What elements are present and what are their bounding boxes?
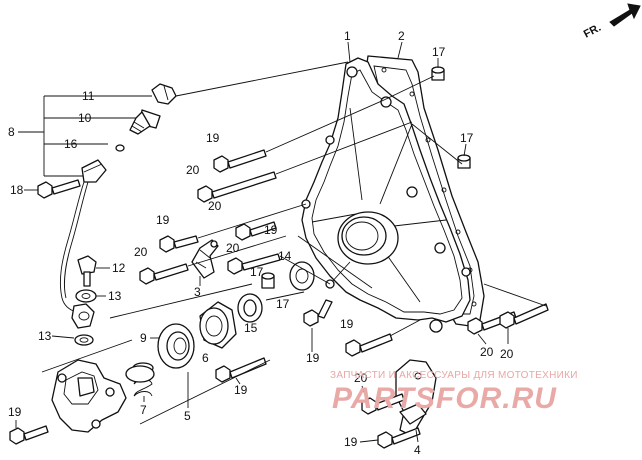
sensor-connector (81, 159, 107, 183)
seal-15 (237, 293, 263, 323)
wire-terminal (71, 303, 95, 329)
callout: 1 (344, 29, 351, 43)
callout: 17 (432, 45, 446, 59)
clip-3 (191, 239, 219, 279)
callout: 18 (10, 183, 24, 197)
callout: 20 (134, 245, 148, 259)
bolt-19-center (235, 221, 277, 241)
bolt-19-cover-lower (303, 299, 333, 327)
bolts (9, 149, 549, 449)
watermark-site: PARTSFOR.RU (332, 382, 557, 415)
fr-label: FR. (582, 22, 603, 41)
cover-hub (337, 211, 399, 265)
callout: 17 (460, 131, 474, 145)
bolt-19-left-bottom (9, 425, 49, 445)
callout: 16 (64, 137, 78, 151)
cover-rim (311, 69, 463, 315)
callout: 2 (398, 29, 405, 43)
sensor-cap-11 (151, 83, 177, 105)
callout: 7 (140, 403, 147, 417)
callout: 19 (306, 351, 320, 365)
callout: 17 (276, 297, 290, 311)
cap-14 (289, 261, 315, 291)
bolt-18 (37, 179, 81, 199)
sensor-10 (129, 109, 161, 135)
callout: 11 (82, 89, 95, 103)
assembly-lines (41, 61, 547, 425)
washer-13-lower (74, 334, 94, 346)
bolt-20-mid (139, 263, 189, 285)
callout: 8 (8, 125, 15, 139)
bolt-20-top (197, 171, 277, 203)
bolt-19-lower-mid (215, 357, 267, 383)
callout: 19 (234, 383, 248, 397)
dowel-pin-mid (261, 272, 275, 289)
callout: 15 (244, 321, 258, 335)
callout: 20 (500, 347, 514, 361)
callout: 12 (112, 261, 126, 275)
callout: 3 (194, 285, 201, 299)
gasket-ring-5 (125, 365, 155, 383)
callout: 20 (354, 371, 368, 385)
callout: 9 (140, 331, 147, 345)
bolt-20-center (227, 253, 281, 275)
callout: 20 (226, 241, 240, 255)
callouts: 1 2 17 17 11 10 8 16 18 19 20 20 19 19 2… (8, 29, 514, 457)
bolt-12 (77, 255, 97, 287)
bolt-20-right-b (499, 303, 549, 329)
callout: 20 (186, 163, 200, 177)
bracket-8 (43, 95, 152, 177)
callout: 10 (78, 111, 92, 125)
bearing-holder-6 (199, 301, 237, 349)
callout: 20 (480, 345, 494, 359)
sensor-wire (59, 181, 89, 313)
front-arrow-icon (609, 3, 641, 27)
bolt-19-top (213, 149, 267, 173)
callout: 6 (202, 351, 209, 365)
callout: 13 (38, 329, 52, 343)
callout: 19 (8, 405, 22, 419)
callout: 19 (340, 317, 354, 331)
bearing-9 (157, 323, 195, 369)
dowel-pin-right (457, 154, 471, 169)
washer-13-upper (75, 289, 97, 303)
o-ring-16 (115, 144, 125, 152)
cover-bosses (301, 66, 471, 333)
dowel-pin-top (431, 66, 445, 81)
callout: 4 (414, 443, 421, 457)
callout: 5 (184, 409, 191, 423)
front-direction-marker: FR. (582, 3, 641, 41)
watermark-tagline: ЗАПЧАСТИ И АКСЕССУАРЫ ДЛЯ МОТОТЕХНИКИ (330, 370, 578, 381)
bolt-19-lower-right (345, 333, 393, 357)
callout: 17 (250, 265, 264, 279)
callout: 19 (206, 131, 220, 145)
watermark: ЗАПЧАСТИ И АКСЕССУАРЫ ДЛЯ МОТОТЕХНИКИ PA… (330, 370, 578, 415)
callout: 19 (156, 213, 170, 227)
callout: 20 (208, 199, 222, 213)
pump-cover (51, 359, 127, 433)
callout: 19 (344, 435, 358, 449)
callout: 13 (108, 289, 122, 303)
callout: 14 (278, 249, 292, 263)
bolt-19-mid (159, 235, 199, 253)
bolt-20-bottom (361, 393, 405, 415)
bolt-19-bottom (377, 427, 421, 449)
plate-4 (395, 359, 437, 437)
callout: 19 (264, 223, 278, 237)
